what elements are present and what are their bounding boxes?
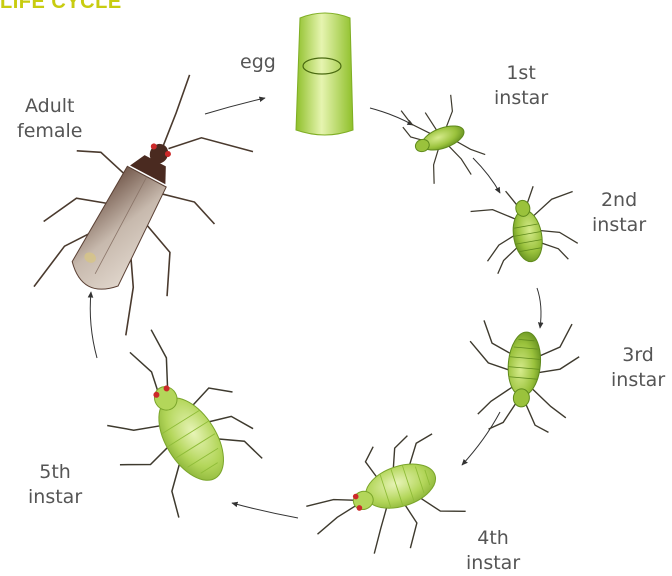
label-adult-female: Adultfemale	[17, 94, 83, 144]
arrow-instar4-to-instar5	[232, 503, 298, 518]
egg-stage	[296, 13, 353, 135]
label-instar3: 3rdinstar	[611, 343, 665, 393]
label-instar2: 2ndinstar	[592, 188, 646, 238]
instar4-nymph	[295, 426, 471, 575]
instar2-nymph	[468, 180, 584, 277]
arrow-instar5-to-adult	[90, 292, 97, 358]
arrow-instar1-to-instar2	[473, 158, 500, 193]
label-egg: egg	[240, 50, 276, 75]
instar1-nymph	[397, 89, 490, 191]
instar3-nymph	[463, 315, 582, 436]
arrow-egg-to-instar1	[370, 108, 413, 125]
instar5-nymph	[68, 311, 274, 530]
arrow-instar2-to-instar3	[537, 288, 541, 328]
arrow-adult-to-egg	[205, 98, 265, 114]
label-instar1: 1stinstar	[494, 61, 548, 111]
label-instar4: 4thinstar	[466, 526, 520, 576]
arrow-instar3-to-instar4	[462, 412, 500, 465]
adult-female-bug	[11, 45, 271, 348]
label-instar5: 5thinstar	[28, 460, 82, 510]
